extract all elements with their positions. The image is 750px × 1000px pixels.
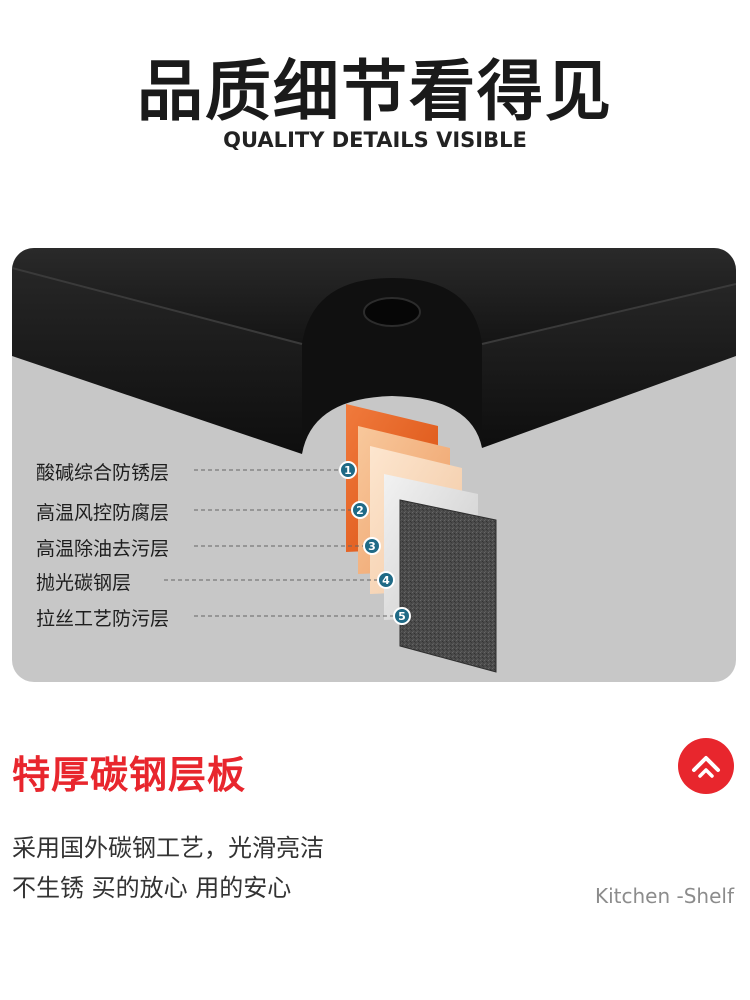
page-title: 品质细节看得见 [137, 53, 613, 130]
svg-text:1: 1 [344, 464, 352, 477]
shelf-left-face [12, 268, 302, 454]
layer-label-3: 高温除油去污层 [36, 538, 170, 560]
chevron-up-icon [692, 756, 720, 778]
layer-label-4: 抛光碳钢层 [36, 572, 132, 594]
layer-badge-5: 5 [393, 607, 411, 625]
layer-badge-2: 2 [351, 501, 369, 519]
scroll-up-button[interactable] [678, 738, 734, 794]
svg-text:4: 4 [382, 574, 390, 587]
feature-title: 特厚碳钢层板 [12, 753, 247, 797]
svg-text:2: 2 [356, 504, 364, 517]
layer-label-1: 酸碱综合防锈层 [36, 462, 170, 484]
shelf-slot-icon [363, 297, 421, 327]
layer-badge-1: 1 [339, 461, 357, 479]
page-subtitle: QUALITY DETAILS VISIBLE [223, 128, 527, 152]
shelf-illustration: 1 2 3 4 5 [12, 248, 736, 682]
shelf-arch [302, 278, 482, 454]
layer-badge-3: 3 [363, 537, 381, 555]
feature-description-line-2: 不生锈 买的放心 用的安心 [12, 874, 292, 902]
product-detail-panel: 1 2 3 4 5 酸碱综合防锈层 高温风控防腐层 高温除油去污层 抛光碳钢层 … [12, 248, 736, 682]
feature-description-line-1: 采用国外碳钢工艺，光滑亮洁 [12, 834, 324, 862]
layer-5-sheet [399, 499, 497, 673]
layer-label-5: 拉丝工艺防污层 [36, 608, 170, 630]
layer-label-2: 高温风控防腐层 [36, 502, 170, 524]
brand-tag: Kitchen -Shelf [594, 884, 734, 908]
svg-text:5: 5 [398, 610, 406, 623]
svg-text:3: 3 [368, 540, 376, 553]
layer-badge-4: 4 [377, 571, 395, 589]
shelf-right-face [482, 284, 736, 448]
